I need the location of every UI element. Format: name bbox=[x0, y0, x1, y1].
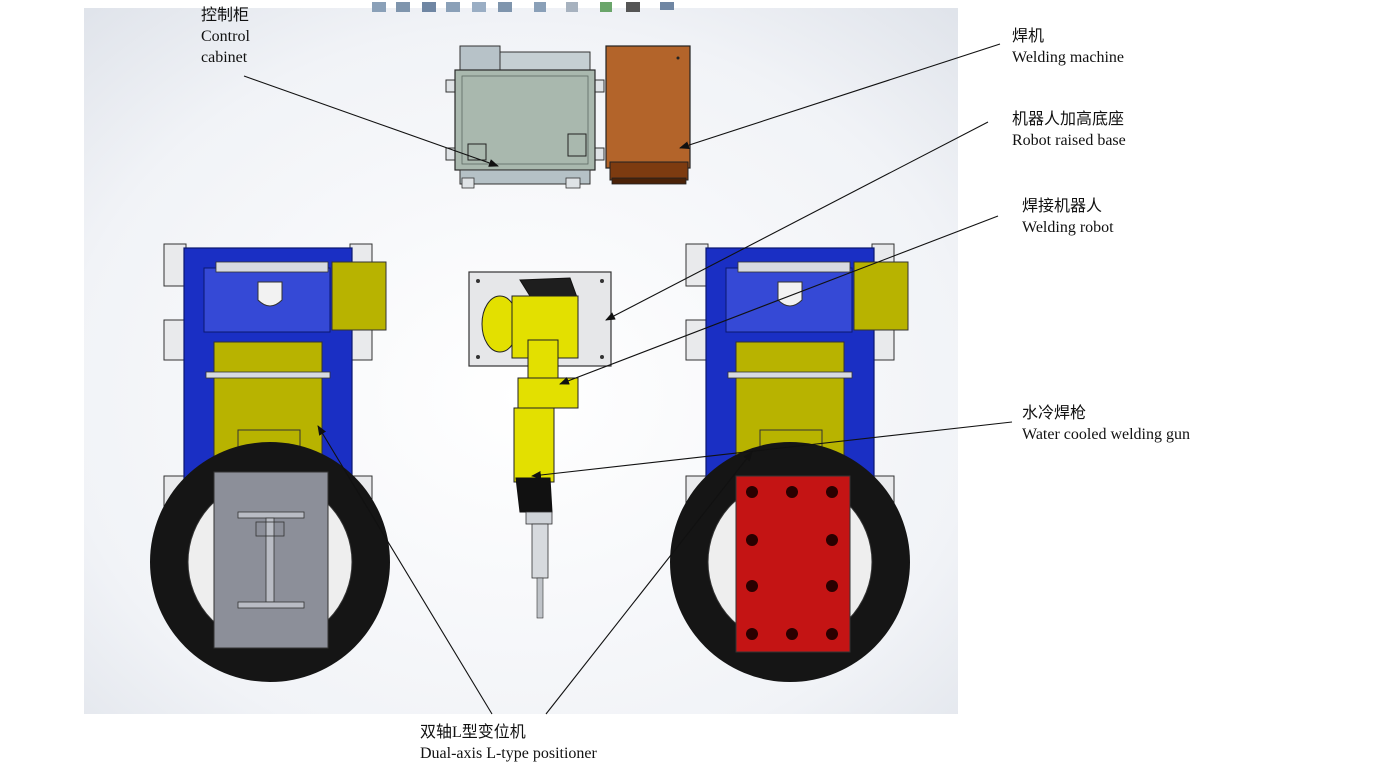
toolbar-icon[interactable] bbox=[566, 2, 578, 12]
label-positioner-en: Dual-axis L-type positioner bbox=[420, 745, 597, 762]
positioner-left bbox=[150, 243, 390, 682]
label-control-cabinet-en-2: cabinet bbox=[201, 49, 248, 66]
leader-welding-robot bbox=[559, 215, 999, 385]
label-positioner: 双轴L型变位机 Dual-axis L-type positioner bbox=[420, 722, 597, 764]
toolbar-icon[interactable] bbox=[372, 2, 386, 12]
label-water-cooled-gun-en: Water cooled welding gun bbox=[1022, 426, 1190, 443]
label-welding-robot-zh: 焊接机器人 bbox=[1022, 198, 1103, 215]
label-robot-raised-base-zh: 机器人加高底座 bbox=[1012, 111, 1125, 128]
leader-positioner-right bbox=[545, 451, 753, 715]
label-welding-machine: 焊机 Welding machine bbox=[1012, 26, 1124, 68]
toolbar-icon[interactable] bbox=[534, 2, 546, 12]
welding-machine bbox=[605, 45, 691, 185]
toolbar-icon[interactable] bbox=[422, 2, 436, 12]
toolbar-icon[interactable] bbox=[660, 2, 674, 10]
label-control-cabinet-zh: 控制柜 bbox=[201, 7, 250, 24]
label-robot-raised-base-en: Robot raised base bbox=[1012, 132, 1126, 149]
positioner-right bbox=[670, 243, 910, 682]
label-water-cooled-gun: 水冷焊枪 Water cooled welding gun bbox=[1022, 403, 1190, 445]
leader-water-cooled-gun bbox=[531, 421, 1013, 479]
toolbar-icon[interactable] bbox=[446, 2, 460, 12]
leader-control-cabinet bbox=[243, 75, 499, 167]
label-robot-raised-base: 机器人加高底座 Robot raised base bbox=[1012, 109, 1126, 151]
toolbar-icon[interactable] bbox=[498, 2, 512, 12]
label-control-cabinet-en-1: Control bbox=[201, 28, 250, 45]
leader-positioner-left bbox=[317, 425, 493, 715]
label-welding-robot: 焊接机器人 Welding robot bbox=[1022, 196, 1114, 238]
label-control-cabinet: 控制柜 Control cabinet bbox=[201, 5, 250, 68]
leader-welding-machine bbox=[679, 43, 1001, 150]
toolbar-icon[interactable] bbox=[396, 2, 410, 12]
label-positioner-zh: 双轴L型变位机 bbox=[420, 724, 526, 741]
label-welding-robot-en: Welding robot bbox=[1022, 219, 1114, 236]
leader-robot-raised-base bbox=[605, 121, 989, 321]
label-water-cooled-gun-zh: 水冷焊枪 bbox=[1022, 405, 1087, 422]
toolbar-icon[interactable] bbox=[600, 2, 612, 12]
label-welding-machine-zh: 焊机 bbox=[1012, 28, 1045, 45]
cad-toolbar bbox=[372, 2, 674, 12]
control-cabinet bbox=[445, 45, 605, 189]
toolbar-icon[interactable] bbox=[626, 2, 640, 12]
toolbar-icon[interactable] bbox=[472, 2, 486, 12]
label-welding-machine-en: Welding machine bbox=[1012, 49, 1125, 66]
welding-robot bbox=[481, 277, 579, 619]
leader-lines bbox=[243, 43, 1013, 715]
